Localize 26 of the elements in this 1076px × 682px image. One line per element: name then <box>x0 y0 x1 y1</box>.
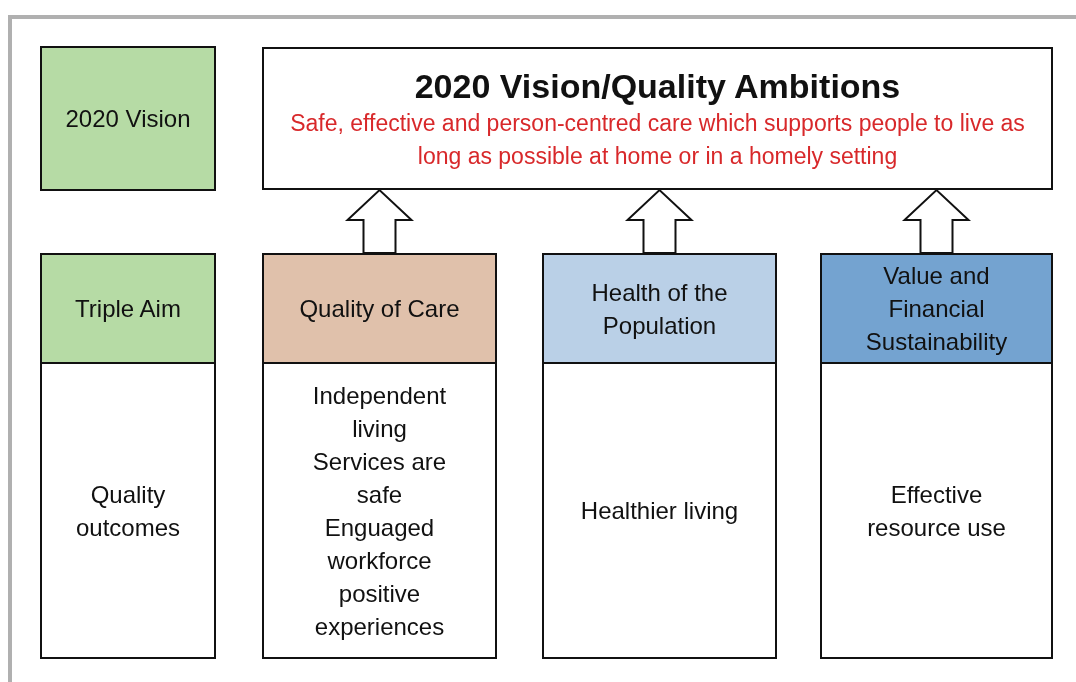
header-box <box>40 253 216 364</box>
header-box <box>262 253 497 364</box>
box-label: Value and Financial Sustainability <box>864 261 1009 357</box>
block-arrow <box>901 188 972 254</box>
box-label: positive experiences <box>313 578 446 642</box>
box-label: 2020 Vision <box>65 104 191 134</box>
box-label: Healthier living <box>580 496 739 526</box>
title-box <box>262 47 1053 190</box>
header-box <box>820 253 1053 364</box>
header-box <box>542 253 777 364</box>
box-label: Health of the Population <box>590 277 729 341</box>
content-box <box>262 362 497 659</box>
box-label: Quality of Care <box>299 294 460 324</box>
content-box <box>542 362 777 659</box>
box-label: Triple Aim <box>75 294 181 324</box>
box-label: Quality outcomes <box>74 479 182 543</box>
subtitle: Safe, effective and person-centred care which supports people to live as long as possible at home or in a homely setting <box>289 108 1026 171</box>
box-label: Effective resource use <box>866 479 1007 543</box>
block-arrow <box>624 188 695 254</box>
box-label: Independent living <box>311 380 448 444</box>
content-box <box>40 362 216 659</box>
box-label: Services are safe <box>311 446 448 510</box>
label-box <box>40 46 216 191</box>
content-box <box>820 362 1053 659</box>
title: 2020 Vision/Quality Ambitions <box>414 65 901 107</box>
block-arrow <box>344 188 415 254</box>
